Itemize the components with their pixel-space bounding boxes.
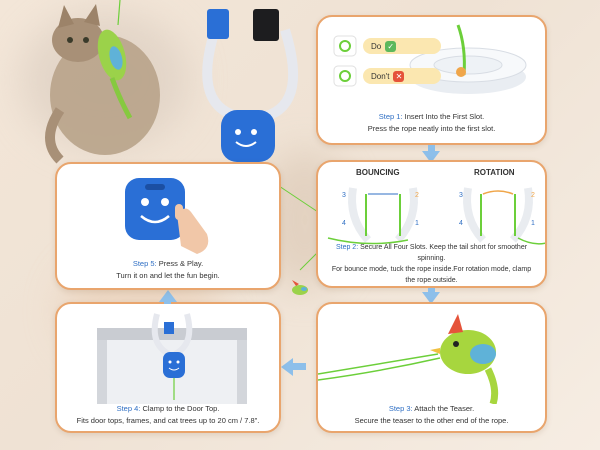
slot-number: 4 [342, 220, 346, 227]
arrow-left-icon [281, 358, 293, 376]
arrow-left-icon [292, 363, 306, 370]
step5-number: Step 5 [132, 259, 155, 268]
step2-text-1: Keep the tail short for smoother spinnin… [417, 244, 528, 262]
checkmark-icon: ✓ [385, 40, 397, 52]
step3-caption: Step 3: Attach the Teaser. Secure the te… [318, 403, 545, 427]
step5-title: Press & Play. [158, 259, 204, 268]
slot-number: 2 [531, 192, 535, 199]
do-label: Do [371, 41, 382, 51]
slot-number: 4 [459, 220, 463, 227]
step3-title: Attach the Teaser. [414, 404, 475, 413]
step1-caption: Step 1: Insert Into the First Slot. Pres… [318, 111, 545, 135]
slot-number: 3 [342, 192, 346, 199]
do-example: Do ✓ [363, 38, 441, 54]
step4-number: Step 4 [116, 404, 139, 413]
step4-illustration [97, 313, 247, 404]
device-frame [202, 9, 299, 162]
bird-toy-hanging [97, 0, 133, 120]
step5-illustration [125, 178, 209, 254]
step5-card: Step 5: Press & Play. Turn it on and let… [55, 162, 281, 290]
step2-number: Step 2 [335, 244, 357, 251]
arrow-down-icon [428, 145, 435, 155]
step1-title: Insert Into the First Slot. [404, 112, 485, 121]
step1-card: Do ✓ Don't ✕ Step 1: Insert Into the Fir… [316, 15, 547, 145]
step5-text: Turn it on and let the fun begin. [116, 271, 220, 280]
step4-card: Step 4: Clamp to the Door Top. Fits door… [55, 302, 281, 433]
cat-illustration [45, 4, 160, 164]
step2-illustration [327, 187, 545, 245]
step4-caption: Step 4: Clamp to the Door Top. Fits door… [57, 403, 279, 427]
step3-text: Secure the teaser to the other end of th… [354, 416, 509, 425]
step2-title: Secure All Four Slots. [360, 244, 428, 251]
slot-number: 3 [459, 192, 463, 199]
slot-number: 1 [531, 220, 535, 227]
slot-number: 1 [415, 220, 419, 227]
arrow-down-icon [422, 292, 440, 304]
step2-card: BOUNCING ROTATION 3 2 4 1 3 2 4 1 Step 2… [316, 160, 547, 288]
arrow-up-icon [159, 290, 177, 302]
bouncing-label: BOUNCING [356, 168, 400, 177]
small-bird-toy [292, 280, 308, 295]
step5-caption: Step 5: Press & Play. Turn it on and let… [57, 258, 279, 282]
arrow-up-icon [164, 300, 171, 304]
dont-example: Don't ✕ [363, 68, 441, 84]
step3-illustration [318, 314, 499, 404]
step2-text-2: For bounce mode, tuck the rope inside.Fo… [331, 266, 532, 284]
rotation-label: ROTATION [474, 168, 515, 177]
step2-caption: Step 2: Secure All Four Slots. Keep the … [318, 242, 545, 286]
step3-card: Step 3: Attach the Teaser. Secure the te… [316, 302, 547, 433]
cross-icon: ✕ [393, 70, 405, 82]
step4-text: Fits door tops, frames, and cat trees up… [76, 416, 260, 425]
step1-illustration [333, 24, 527, 94]
step4-title: Clamp to the Door Top. [142, 404, 220, 413]
dont-label: Don't [371, 71, 390, 81]
step1-number: Step 1 [378, 112, 401, 121]
step3-number: Step 3 [388, 404, 411, 413]
step1-text: Press the rope neatly into the first slo… [367, 124, 496, 133]
slot-number: 2 [415, 192, 419, 199]
